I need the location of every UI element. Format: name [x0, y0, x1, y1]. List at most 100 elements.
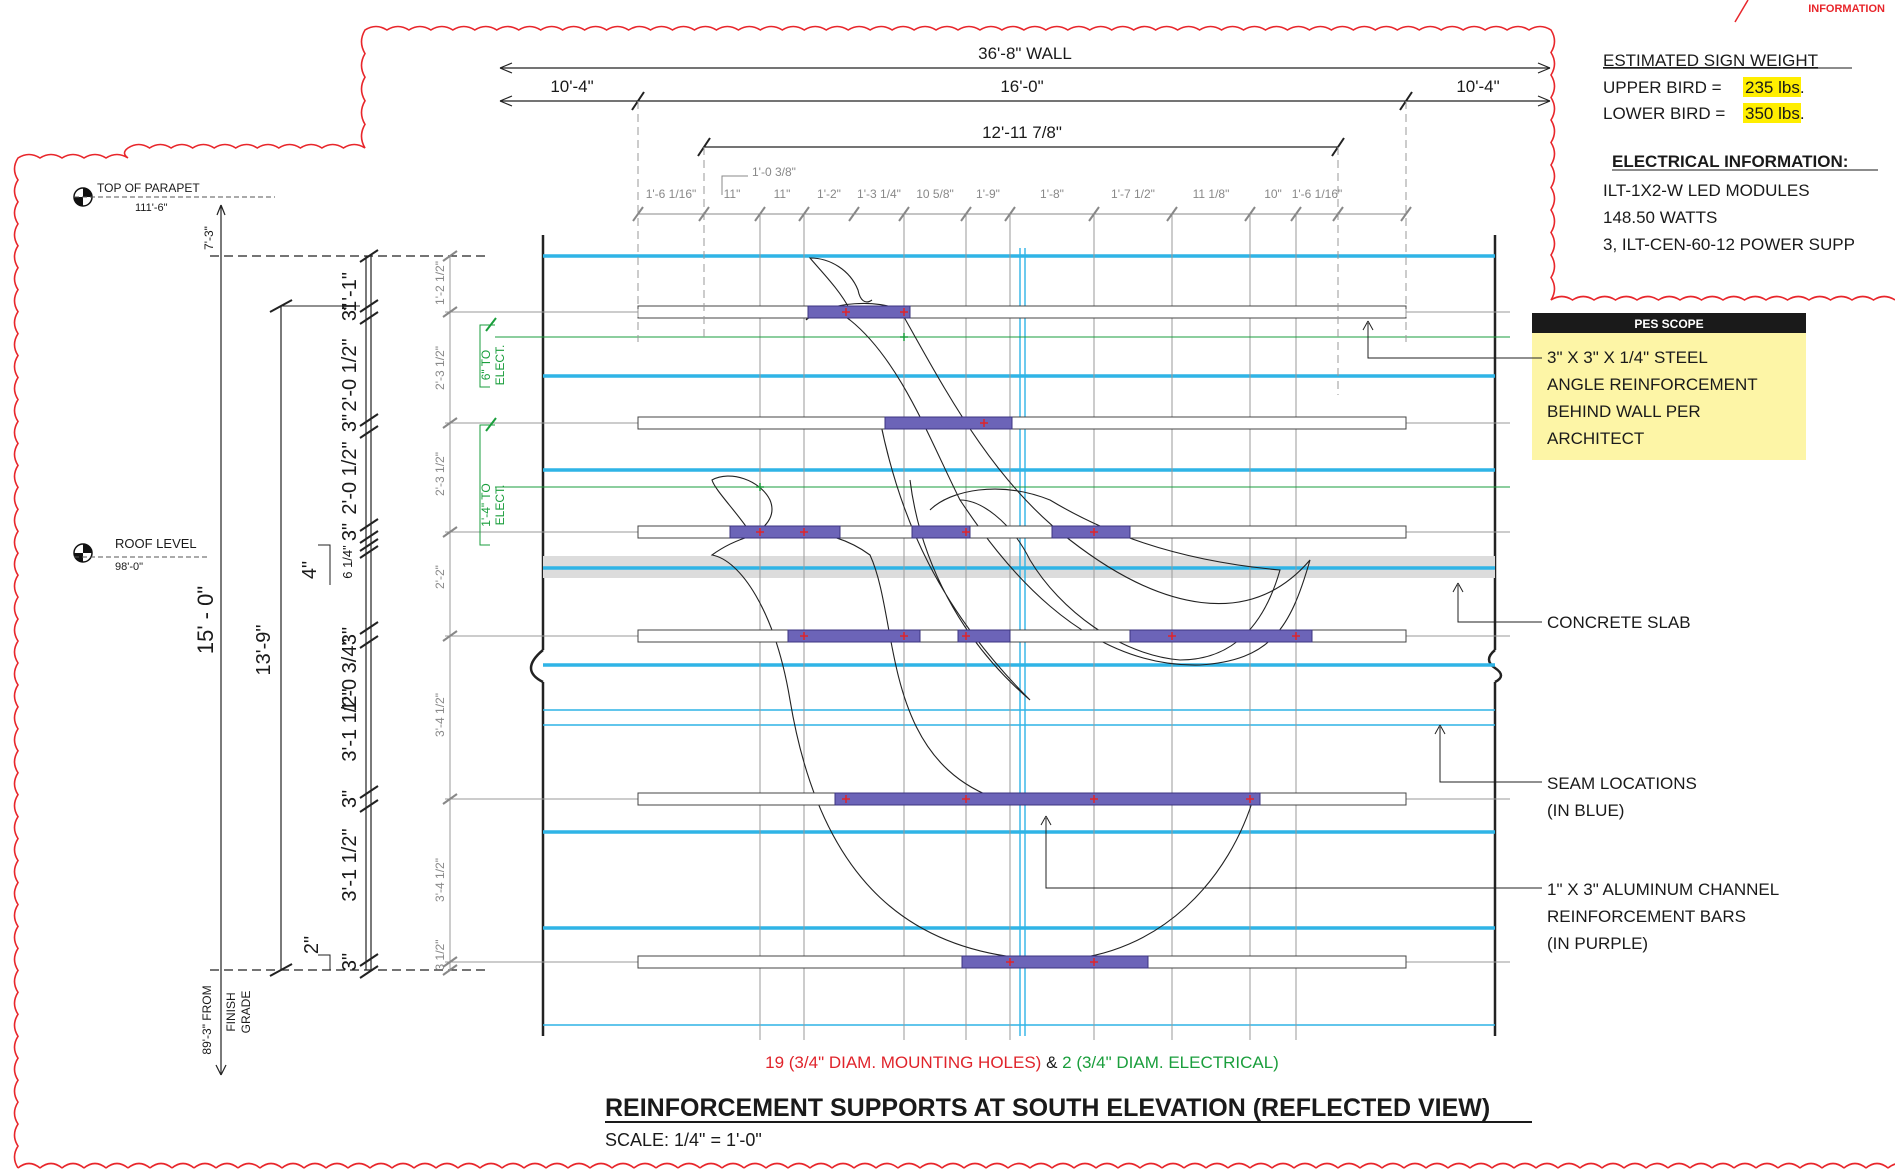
spacing-tick	[1332, 206, 1344, 222]
revision-cloud-bottom	[17, 1162, 1895, 1169]
gray-dim-text: 2'-3 1/2"	[433, 346, 447, 390]
elect-dim-2b: ELECT.	[493, 485, 507, 526]
spacing-dim-text: 1'-2"	[817, 187, 841, 201]
gray-dim-tick	[442, 306, 458, 318]
gray-dim-text: 1'-2 1/2"	[433, 261, 447, 305]
middle-bird-body	[879, 419, 1031, 701]
bar-spacing-dim: 2'-0 1/2"	[339, 441, 361, 514]
revision-leader	[1734, 0, 1749, 23]
spacing-dim-text: 11"	[774, 187, 791, 201]
elect-bracket	[479, 424, 495, 546]
bird-outlines	[710, 257, 1311, 961]
tick-mark	[269, 963, 293, 977]
bar-dim-tick	[359, 518, 379, 532]
bar-spacing-dim: 1'-1"	[339, 272, 361, 312]
grade-line-3: GRADE	[239, 991, 253, 1034]
roof-elev: 98'-0"	[115, 561, 143, 573]
slab-callout: CONCRETE SLAB	[1547, 613, 1691, 632]
gray-dim-text: 3'-4 1/2"	[433, 858, 447, 902]
spacing-dim-text: 1'-6 1/16"	[646, 187, 697, 201]
spacing-dim-text: 11"	[724, 187, 741, 201]
mounting-holes-note: 19 (3/4" DIAM. MOUNTING HOLES)	[765, 1053, 1041, 1072]
top-gap-text: 7'-3"	[202, 226, 216, 250]
reinforcement-bars	[637, 305, 1407, 969]
bar-dim-tick	[359, 425, 379, 439]
bar-dim-tick	[359, 621, 379, 635]
gray-dim-text: 3 1/2"	[433, 940, 447, 971]
revision-tag: INFORMATION	[1808, 3, 1885, 15]
bar-dim-tick	[359, 530, 379, 544]
pes-line-3: BEHIND WALL PER	[1547, 402, 1701, 421]
hole-spacing-dims: 1'-0 3/8" 1'-6 1/16"11"11"1'-2"1'-3 1/4"…	[632, 165, 1412, 222]
grade-dim-text: 89'-3" FROM	[200, 985, 214, 1054]
spacing-tick	[1004, 206, 1016, 222]
bar-dim-tick	[359, 413, 379, 427]
spacing-dim-text: 1'-7 1/2"	[1111, 187, 1155, 201]
wall-break-right	[1487, 649, 1503, 684]
bar-spacing-dim: 3'-1 1/2"	[339, 828, 361, 901]
spacing-tick	[1166, 206, 1178, 222]
level-markers: TOP OF PARAPET 111'-6" ROOF LEVEL 98'-0"	[73, 181, 275, 573]
pes-line-2: ANGLE REINFORCEMENT	[1547, 375, 1758, 394]
aluminum-channel	[787, 629, 921, 643]
spacing-tick	[798, 206, 810, 222]
bar-dim-tick	[359, 799, 379, 813]
gray-dim-text: 2'-3 1/2"	[433, 452, 447, 496]
pes-scope-box: PES SCOPE 3" X 3" X 1/4" STEEL ANGLE REI…	[1362, 313, 1806, 460]
amp: &	[1041, 1053, 1062, 1072]
pes-line-4: ARCHITECT	[1547, 429, 1644, 448]
elect-dim-1b: ELECT.	[493, 345, 507, 386]
pes-header-bar	[1532, 313, 1806, 333]
gray-dim-tick	[442, 956, 458, 968]
gray-dim-text: 3'-4 1/2"	[433, 693, 447, 737]
bar-spacing-dim: 1'-0 3/4"	[339, 638, 361, 711]
spacing-tick	[960, 206, 972, 222]
overall-dimensions: 36'-8" WALL 10'-4" 16'-0" 10'-4" 12'-11 …	[499, 44, 1551, 395]
upper-weight-label: UPPER BIRD =	[1603, 78, 1722, 97]
seam-callout-1: SEAM LOCATIONS	[1547, 774, 1697, 793]
lower-weight-highlight	[1743, 103, 1801, 123]
channel-callout-2: REINFORCEMENT BARS	[1547, 907, 1746, 926]
bar-dim-tick	[359, 311, 379, 325]
right-segment-dim: 10'-4"	[1456, 77, 1499, 96]
wall-dim-text: 36'-8" WALL	[978, 44, 1072, 63]
spacing-tick	[754, 206, 766, 222]
electrical-line-1: ILT-1X2-W LED MODULES	[1603, 181, 1810, 200]
bar-depth-dim: 3"	[339, 790, 361, 808]
four-inch-bracket	[318, 544, 331, 585]
arrow-up	[1434, 724, 1446, 735]
pes-leader	[1367, 323, 1542, 359]
pes-header: PES SCOPE	[1634, 317, 1703, 331]
callouts: CONCRETE SLAB SEAM LOCATIONS (IN BLUE) 1…	[1040, 582, 1779, 953]
bar-spacing-dim: 2'-0 1/2"	[339, 338, 361, 411]
bar-depth-dim: 3"	[339, 953, 361, 971]
two-inch-dim: 2"	[301, 936, 323, 954]
elect-dim-2a: 1'-4" TO	[479, 483, 493, 526]
spacing-dim-text: 1'-9"	[976, 187, 1000, 201]
upper-bird-crest	[808, 257, 873, 311]
arrow-left	[499, 62, 513, 74]
gray-dim-tick	[442, 526, 458, 538]
bar-spacing-dim: 6 1/4"	[340, 545, 355, 579]
spacing-dim-text: 10"	[1264, 187, 1282, 201]
drawing-title: REINFORCEMENT SUPPORTS AT SOUTH ELEVATIO…	[605, 1094, 1490, 1122]
grade-line-2: FINISH	[224, 992, 238, 1031]
tick-mark	[485, 317, 497, 332]
elect-dim-1a: 6" TO	[479, 350, 493, 381]
spacing-tick	[1290, 206, 1302, 222]
bar-depth-dim: 3"	[339, 303, 361, 321]
bar-height-text: 13'-9"	[253, 625, 275, 676]
revision-cloud-path	[13, 25, 1895, 1169]
weight-title: ESTIMATED SIGN WEIGHT	[1603, 51, 1818, 70]
spacing-tick	[632, 206, 644, 222]
holes-note: 19 (3/4" DIAM. MOUNTING HOLES) & 2 (3/4"…	[765, 1053, 1279, 1072]
electrical-line-2: 148.50 WATTS	[1603, 208, 1717, 227]
bar-dim-tick	[359, 545, 379, 559]
info-box: ESTIMATED SIGN WEIGHT UPPER BIRD = 235 l…	[1603, 51, 1878, 254]
upper-bird-outline	[805, 302, 1311, 666]
lower-weight-value: 350 lbs.	[1745, 104, 1805, 123]
spacing-tick	[898, 206, 910, 222]
left-segment-dim: 10'-4"	[550, 77, 593, 96]
aluminum-channel	[729, 525, 841, 539]
spacing-dim-text: 1'-8"	[1040, 187, 1064, 201]
